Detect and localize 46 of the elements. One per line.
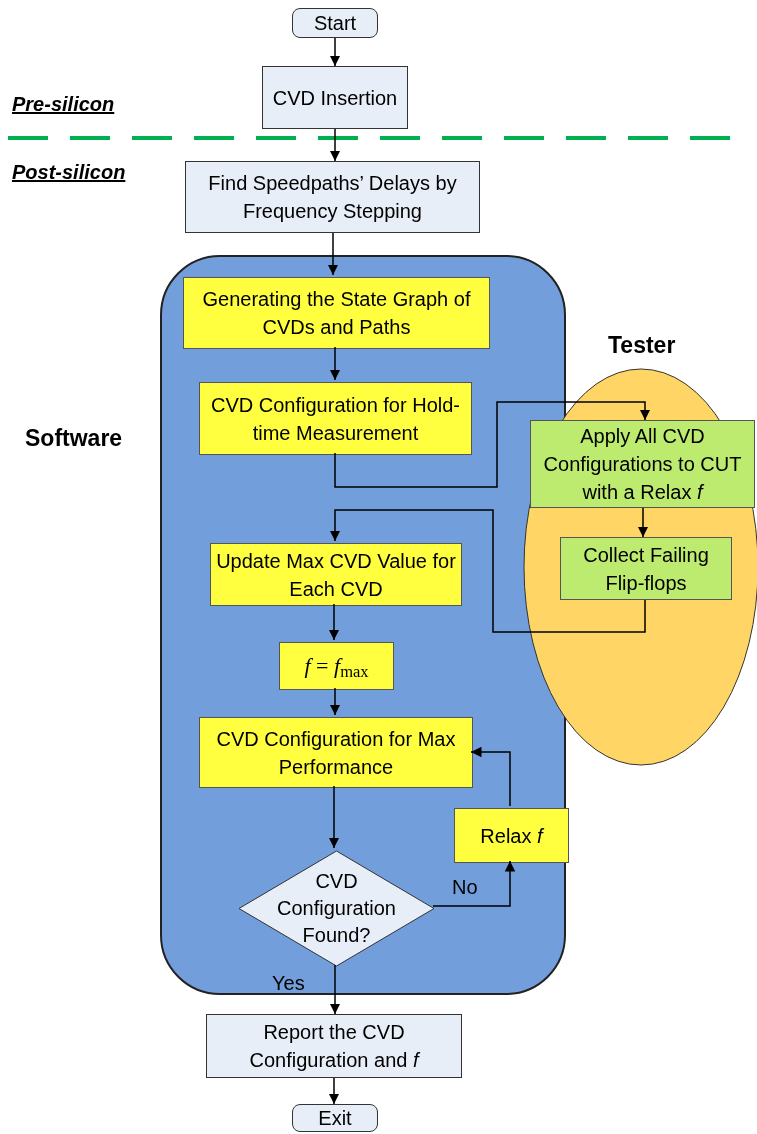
process-box [183, 277, 490, 349]
arrow [329, 346, 341, 381]
node-text: Find Speedpaths’ Delays by Frequency Stepping [207, 171, 458, 224]
arrow [327, 232, 339, 276]
arrow [329, 37, 341, 67]
region-title: Software [25, 424, 123, 453]
process-box [560, 537, 732, 600]
node-text: Generating the State Graph of CVDs and Paths [201, 287, 472, 340]
node-text: f = f$_{max}$ [304, 652, 369, 680]
node-text: Update Max CVD Value for Each CVD [215, 548, 457, 602]
node-text: Apply All CVD Configurations to CUT with a Relax f [542, 424, 743, 505]
arrow [329, 128, 341, 162]
process-box [185, 161, 480, 233]
terminator-box [292, 8, 378, 38]
arrow [329, 687, 341, 716]
node-text: Exit [318, 1106, 352, 1131]
phase-label: Pre-silicon [12, 92, 115, 117]
node-text: CVD Insertion [272, 85, 398, 111]
process-box [530, 420, 755, 508]
process-box [199, 717, 473, 788]
node-text: Relax f [480, 823, 543, 849]
arrow [637, 507, 649, 538]
arrow [328, 603, 340, 641]
group-title: Tester [608, 331, 676, 360]
node-text: CVD Configuration for Hold-time Measurement [210, 392, 461, 446]
node-text: Report the CVD Configuration and f [248, 1020, 422, 1073]
arrow [329, 509, 646, 633]
process-box [199, 382, 472, 455]
process-box [206, 1014, 462, 1078]
edge-label: Yes [272, 971, 305, 996]
node-text: Collect Failing Flip-flops [582, 542, 710, 596]
arrow [470, 746, 511, 807]
arrow [328, 785, 340, 849]
node-text: CVD Configuration for Max Performance [215, 726, 457, 780]
process-box [262, 66, 408, 129]
arrow [328, 1077, 340, 1105]
arrow [329, 964, 341, 1015]
phase-label: Post-silicon [12, 160, 126, 185]
process-box [279, 642, 394, 690]
terminator-box [292, 1104, 378, 1132]
node-text: CVD Configuration Found? [276, 869, 397, 948]
node-text: Start [313, 11, 357, 36]
arrow [432, 860, 516, 907]
process-box [454, 808, 569, 863]
arrow [334, 401, 651, 488]
edge-label: No [452, 875, 478, 900]
